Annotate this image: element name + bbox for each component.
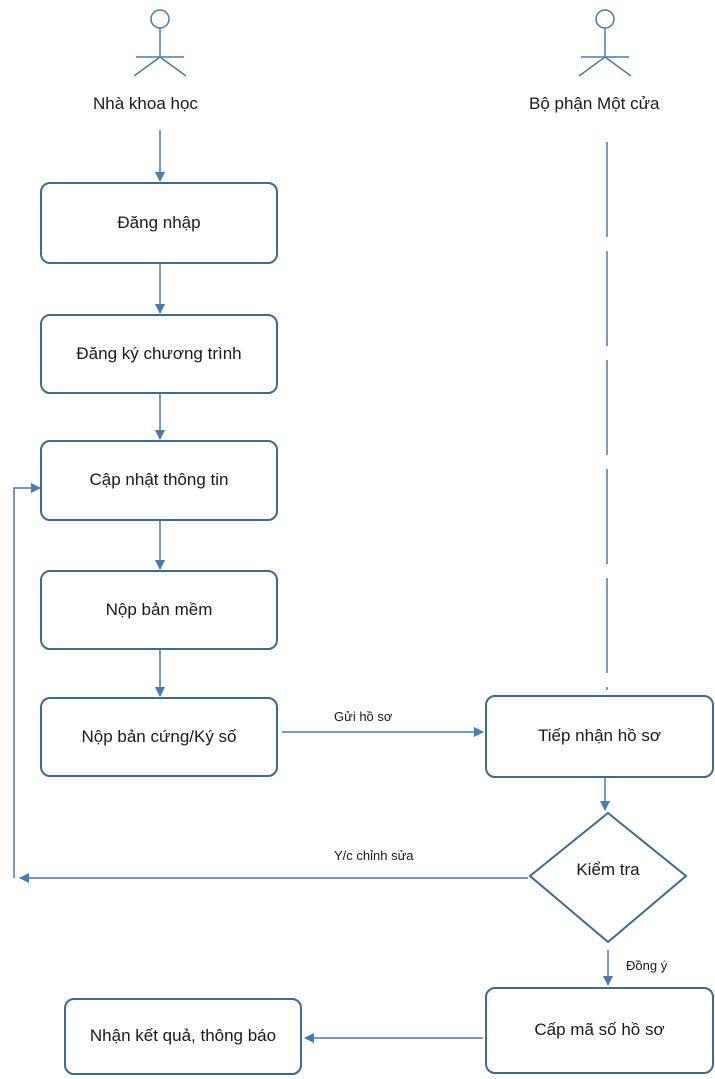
actor-icon-scientist (133, 9, 187, 77)
step-update-info: Cập nhật thông tin (40, 440, 278, 521)
arrow-revise-loop (13, 483, 41, 878)
step-result: Nhận kết quả, thông báo (64, 998, 302, 1075)
step-register: Đăng ký chương trình (40, 314, 278, 394)
check-label: Kiểm tra (576, 860, 640, 879)
step-receive: Tiếp nhận hồ sơ (485, 695, 714, 778)
edge-label-send: Gửi hồ sơ (334, 709, 393, 724)
actor-label-office: Bộ phận Một cửa (529, 94, 660, 113)
step-soft-copy: Nộp bản mềm (40, 570, 278, 650)
actor-label-scientist: Nhà khoa học (93, 94, 198, 113)
edge-label-agree: Đồng ý (626, 958, 668, 973)
step-hard-copy: Nộp bản cứng/Ký số (40, 697, 278, 777)
check-diamond (528, 811, 688, 944)
actor-icon-office (578, 9, 632, 77)
edge-label-revise: Y/c chỉnh sửa (334, 848, 414, 863)
step-login: Đăng nhập (40, 182, 278, 264)
step-assign-code: Cấp mã số hồ sơ (485, 987, 714, 1074)
